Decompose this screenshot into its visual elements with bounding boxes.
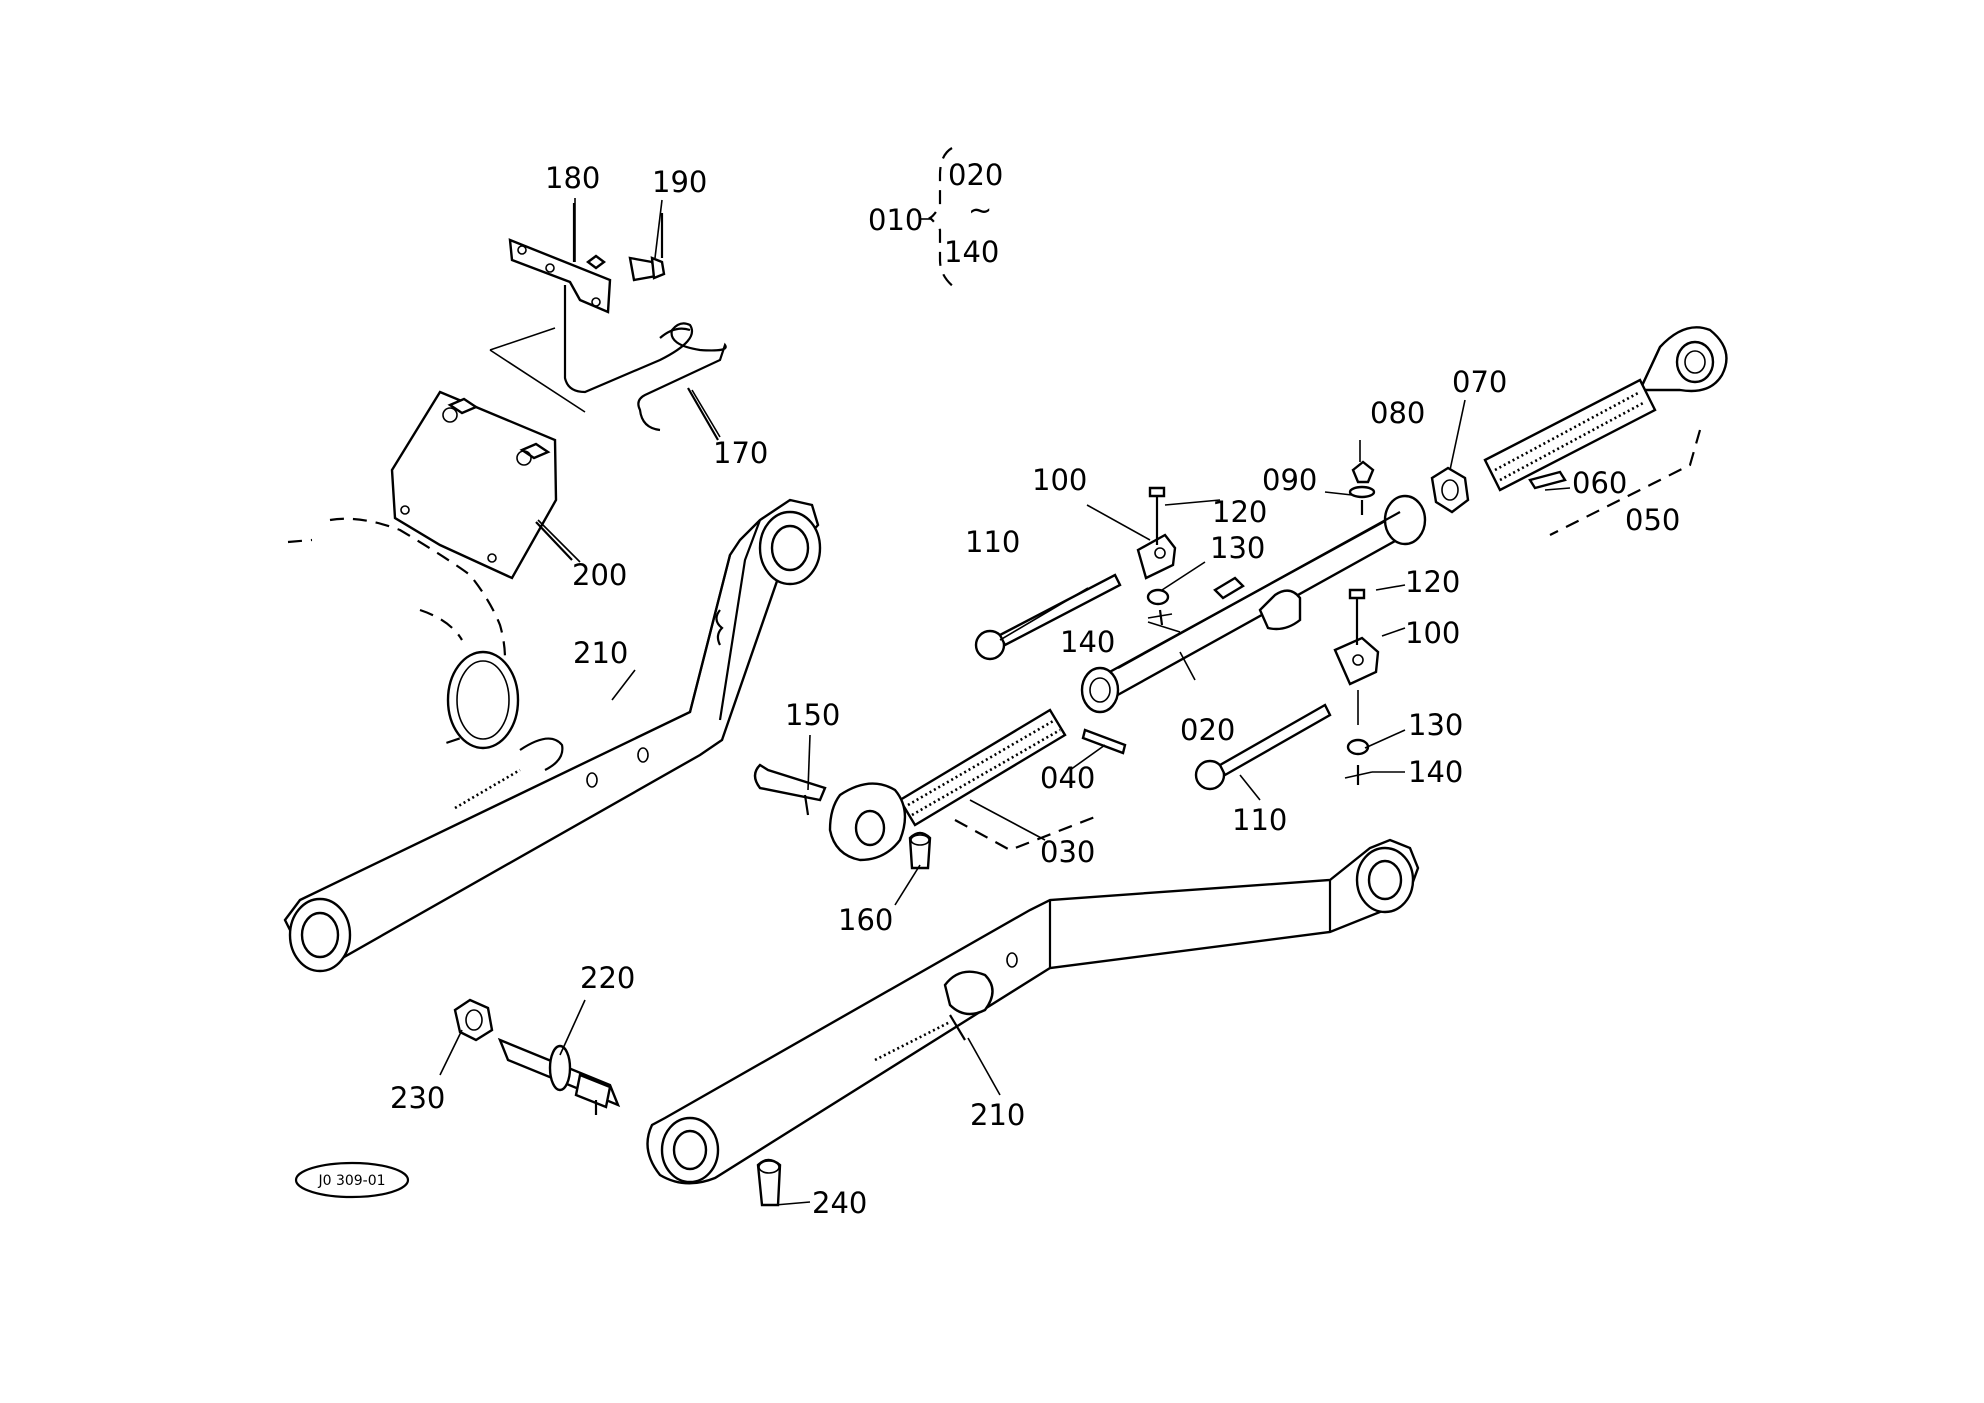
- label-180: 180: [545, 161, 600, 195]
- tube-020: [1080, 494, 1427, 714]
- pin-220: [497, 1037, 621, 1115]
- group-first-label: 020: [948, 158, 1003, 192]
- label-190: 190: [652, 165, 707, 199]
- group-tilde: ~: [968, 193, 992, 227]
- label-100-lower: 100: [1405, 616, 1460, 650]
- lower-link-left-210: [283, 498, 822, 973]
- label-100-upper: 100: [1032, 463, 1087, 497]
- leader-lines: [439, 198, 1571, 1206]
- label-120-upper: 120: [1212, 495, 1267, 529]
- label-130-upper: 130: [1210, 531, 1265, 565]
- label-140-upper: 140: [1060, 625, 1115, 659]
- group-bracket: 010 020 ~ 140: [868, 147, 1003, 291]
- label-120-lower: 120: [1405, 565, 1460, 599]
- grease-fitting-080: [1348, 460, 1376, 515]
- label-030: 030: [1040, 835, 1095, 869]
- label-230: 230: [390, 1081, 445, 1115]
- plate-200: [390, 327, 586, 580]
- pin-110-lower: [1194, 703, 1332, 791]
- label-170: 170: [713, 436, 768, 470]
- drawing-code-badge: J0 309-01: [294, 1161, 410, 1199]
- label-130-lower: 130: [1408, 708, 1463, 742]
- label-150: 150: [785, 698, 840, 732]
- label-200: 200: [572, 558, 627, 592]
- label-050: 050: [1625, 503, 1680, 537]
- pin-040: [1081, 728, 1127, 755]
- nut-230: [453, 998, 494, 1042]
- label-210-right: 210: [970, 1098, 1025, 1132]
- nut-070: [1430, 466, 1470, 514]
- callout-labels: 180 190 170 200 210 150 160 030 040 020 …: [390, 161, 1680, 1220]
- label-110-upper: 110: [965, 525, 1020, 559]
- label-060: 060: [1572, 466, 1627, 500]
- label-020: 020: [1180, 713, 1235, 747]
- label-240: 240: [812, 1186, 867, 1220]
- label-220: 220: [580, 961, 635, 995]
- rod-end-050: [1483, 326, 1728, 536]
- drawing-code: J0 309-01: [317, 1173, 385, 1189]
- label-040: 040: [1040, 761, 1095, 795]
- lynch-pin-160: [908, 831, 932, 870]
- screw-rod-030: [828, 708, 1101, 862]
- label-160: 160: [838, 903, 893, 937]
- pin-150: [753, 763, 827, 816]
- lock-100-upper: [1136, 486, 1177, 626]
- label-090: 090: [1262, 463, 1317, 497]
- axle-housing: [287, 517, 520, 750]
- lower-link-right-210: [646, 838, 1420, 1185]
- group-parent-label: 010: [868, 203, 923, 237]
- spring-pin-170: [563, 285, 727, 441]
- label-070: 070: [1452, 365, 1507, 399]
- bolt-190: [628, 213, 666, 282]
- lynch-pin-240: [756, 1158, 782, 1207]
- label-210-left: 210: [573, 636, 628, 670]
- label-110-lower: 110: [1232, 803, 1287, 837]
- label-140-lower: 140: [1408, 755, 1463, 789]
- label-080: 080: [1370, 396, 1425, 430]
- group-last-label: 140: [944, 235, 999, 269]
- bracket-180: [508, 203, 612, 314]
- lock-100-lower: [1333, 588, 1380, 785]
